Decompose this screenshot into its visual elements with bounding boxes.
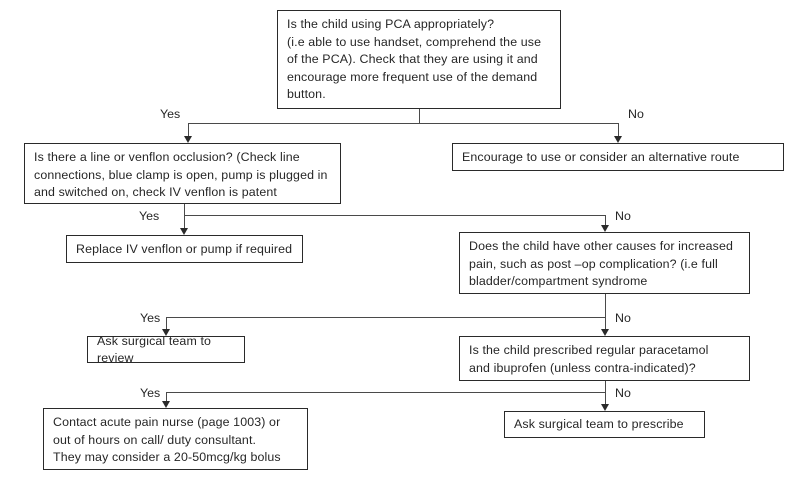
connector-q1-no-horizontal [419, 123, 619, 124]
node-q3-other-causes: Does the child have other causes for inc… [459, 232, 750, 294]
label-q2-no: No [615, 209, 631, 223]
node-q4-paracetamol-ibuprofen: Is the child prescribed regular paraceta… [459, 336, 750, 381]
arrow-q1-no [614, 136, 622, 143]
label-q3-yes: Yes [140, 311, 161, 325]
node-a4-contact-pain-nurse: Contact acute pain nurse (page 1003) or … [43, 408, 308, 470]
connector-q3-no-vertical [605, 317, 606, 329]
connector-q2-horizontal [184, 215, 605, 216]
arrow-q3-yes [162, 329, 170, 336]
arrow-q2-no [601, 225, 609, 232]
connector-q4-horizontal [166, 392, 606, 393]
arrow-q2-yes [180, 228, 188, 235]
connector-q1-yes-horizontal [188, 123, 420, 124]
connector-q3-yes-vertical [166, 317, 167, 329]
connector-q4-no-vertical [605, 392, 606, 404]
connector-q2-bottom-stub [184, 204, 185, 215]
connector-q3-horizontal [166, 317, 606, 318]
node-q1-using-pca: Is the child using PCA appropriately? (i… [277, 10, 561, 109]
connector-q1-bottom-stub [419, 109, 420, 123]
connector-q4-yes-vertical [166, 392, 167, 402]
node-q2-line-occlusion: Is there a line or venflon occlusion? (C… [24, 143, 341, 204]
connector-q4-bottom-stub [605, 381, 606, 392]
label-q4-no: No [615, 386, 631, 400]
connector-q1-no-vertical [618, 123, 619, 137]
label-q3-no: No [615, 311, 631, 325]
label-q1-no: No [628, 107, 644, 121]
node-a5-surgical-prescribe: Ask surgical team to prescribe [504, 411, 705, 438]
label-q2-yes: Yes [139, 209, 160, 223]
arrow-q3-no [601, 329, 609, 336]
connector-q1-yes-vertical [188, 123, 189, 137]
node-a1-alternative-route: Encourage to use or consider an alternat… [452, 143, 784, 171]
connector-q2-yes-vertical [184, 215, 185, 228]
label-q4-yes: Yes [140, 386, 161, 400]
connector-q3-bottom-stub [605, 294, 606, 317]
node-a3-surgical-review: Ask surgical team to review [87, 334, 245, 365]
label-q1-yes: Yes [160, 107, 181, 121]
arrow-q4-no [601, 404, 609, 411]
connector-q2-no-vertical [605, 215, 606, 225]
arrow-q4-yes [162, 401, 170, 408]
node-a2-replace-venflon: Replace IV venflon or pump if required [66, 235, 303, 263]
arrow-q1-yes [184, 136, 192, 143]
